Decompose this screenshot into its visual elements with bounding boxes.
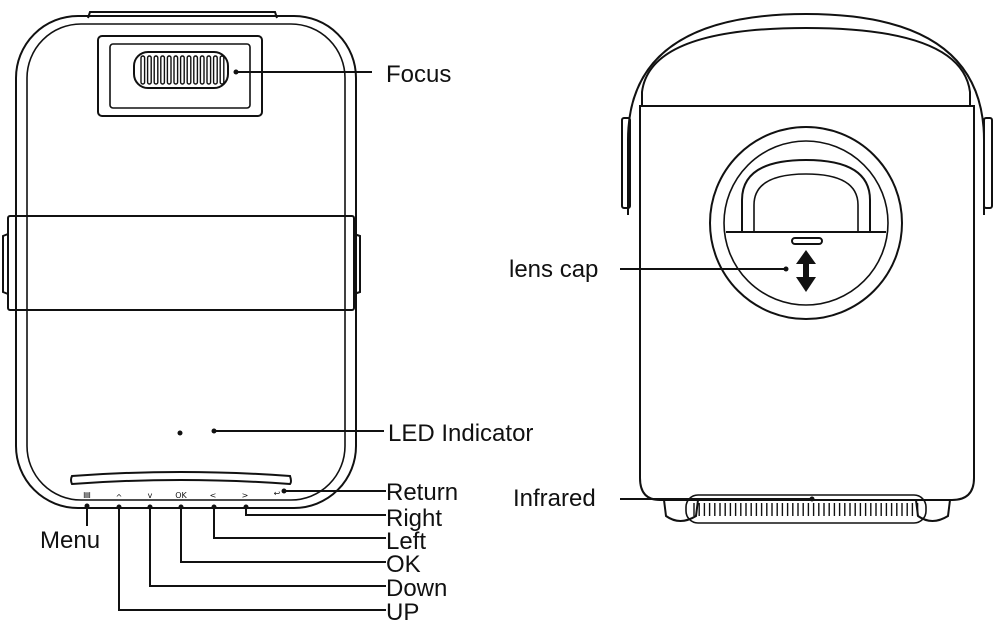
focus-ridge: [153, 55, 159, 85]
lens-cap: [741, 158, 871, 232]
focus-ridge: [179, 55, 185, 85]
right-button-icon: >: [242, 491, 249, 500]
focus-ridge: [206, 55, 212, 85]
focus-label: Focus: [386, 61, 451, 88]
projector-top-view: ▤ ^ v OK < > ↩: [2, 11, 361, 509]
infrared-label: Infrared: [513, 485, 596, 512]
focus-ridge: [160, 55, 166, 85]
lens-cap-label: lens cap: [509, 256, 598, 283]
menu-button-icon: ▤: [83, 490, 91, 499]
right-label: Right: [386, 505, 442, 532]
focus-ridge: [166, 55, 172, 85]
focus-ridge: [186, 55, 192, 85]
control-buttons: ▤ ^ v OK < > ↩: [83, 489, 280, 502]
focus-ridge: [212, 55, 218, 85]
ok-button-icon: OK: [175, 491, 187, 500]
lens-housing: [709, 126, 903, 320]
left-callouts: Focus LED Indicator Return Right Left OK…: [40, 61, 533, 624]
return-button-icon: ↩: [274, 489, 281, 498]
lens-cap-arrow-icon: [796, 250, 816, 292]
left-label: Left: [386, 528, 426, 555]
projector-front-view: [621, 12, 993, 524]
up-button-icon: ^: [116, 493, 123, 502]
focus-ridge: [140, 55, 146, 85]
left-button-icon: <: [210, 491, 217, 500]
light-bar: [70, 471, 292, 486]
led-indicator-label: LED Indicator: [388, 420, 533, 447]
up-label: UP: [386, 599, 419, 624]
return-label: Return: [386, 479, 458, 506]
focus-ridge: [219, 55, 225, 85]
ok-label: OK: [386, 551, 421, 578]
focus-ridge: [146, 55, 152, 85]
menu-label: Menu: [40, 527, 100, 554]
focus-ridge: [193, 55, 199, 85]
focus-module: [97, 35, 263, 117]
infrared-grille: [685, 494, 927, 524]
focus-ridge: [173, 55, 179, 85]
led-indicator-dot: [177, 430, 183, 436]
focus-ridge: [199, 55, 205, 85]
down-label: Down: [386, 575, 447, 602]
right-callouts: lens cap Infrared: [509, 256, 815, 512]
down-button-icon: v: [148, 491, 153, 500]
